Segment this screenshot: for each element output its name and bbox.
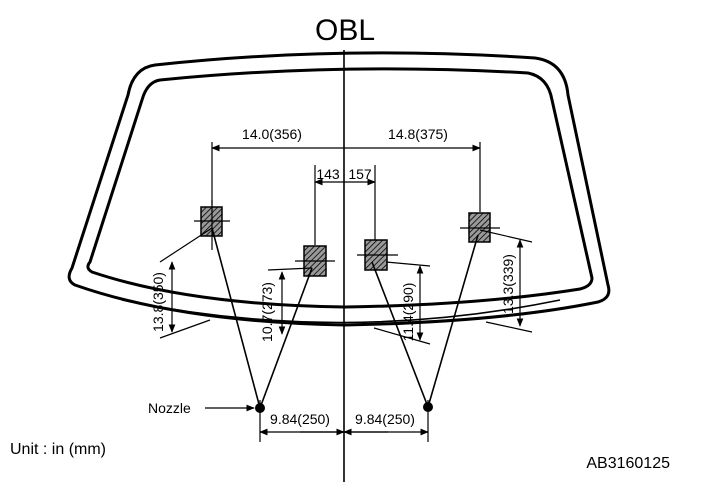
right-inner-width-label: 157	[348, 166, 372, 182]
right-inner-height-leader-bottom	[373, 327, 431, 345]
right-outer-height-leader-bottom	[485, 321, 533, 333]
windshield-inner-edge	[86, 67, 594, 309]
right-inner-height-leader-top	[385, 261, 431, 267]
right-nozzle-offset-label: 9.84(250)	[355, 411, 415, 427]
left-inner-height-leader-top	[267, 267, 313, 271]
left-inner-target	[295, 245, 335, 277]
right-outer-target	[460, 212, 500, 243]
left-outer-height-leader-top	[159, 227, 213, 263]
left-outer-target	[194, 200, 230, 250]
spray-line-left-outer	[211, 227, 261, 409]
left-nozzle-offset-label: 9.84(250)	[270, 411, 330, 427]
spray-line-left-inner	[259, 267, 313, 409]
spray-line-right-inner	[371, 261, 429, 408]
right-inner-target	[357, 239, 398, 271]
spray-line-right-outer	[427, 234, 479, 408]
left-inner-width-label: 143	[316, 166, 340, 182]
figure-code-label: AB3160125	[586, 455, 670, 472]
left-outer-height-label: 13.8(350)	[150, 272, 166, 332]
left-outer-width-label: 14.0(356)	[242, 126, 302, 142]
unit-label: Unit : in (mm)	[10, 441, 106, 458]
right-outer-height-label: 13.3(339)	[500, 254, 516, 314]
right-inner-height-label: 11.4(290)	[400, 283, 416, 342]
left-outer-height-leader-bottom	[159, 319, 211, 339]
right-outer-height-leader-top	[479, 229, 533, 243]
right-outer-width-label: 14.8(375)	[388, 126, 448, 142]
windshield-outer-edge	[67, 51, 611, 327]
left-inner-height-label: 10.7(273)	[259, 282, 275, 342]
nozzle-label: Nozzle	[148, 400, 191, 416]
windshield-lower-arc	[121, 299, 561, 324]
title: OBL	[315, 14, 375, 47]
